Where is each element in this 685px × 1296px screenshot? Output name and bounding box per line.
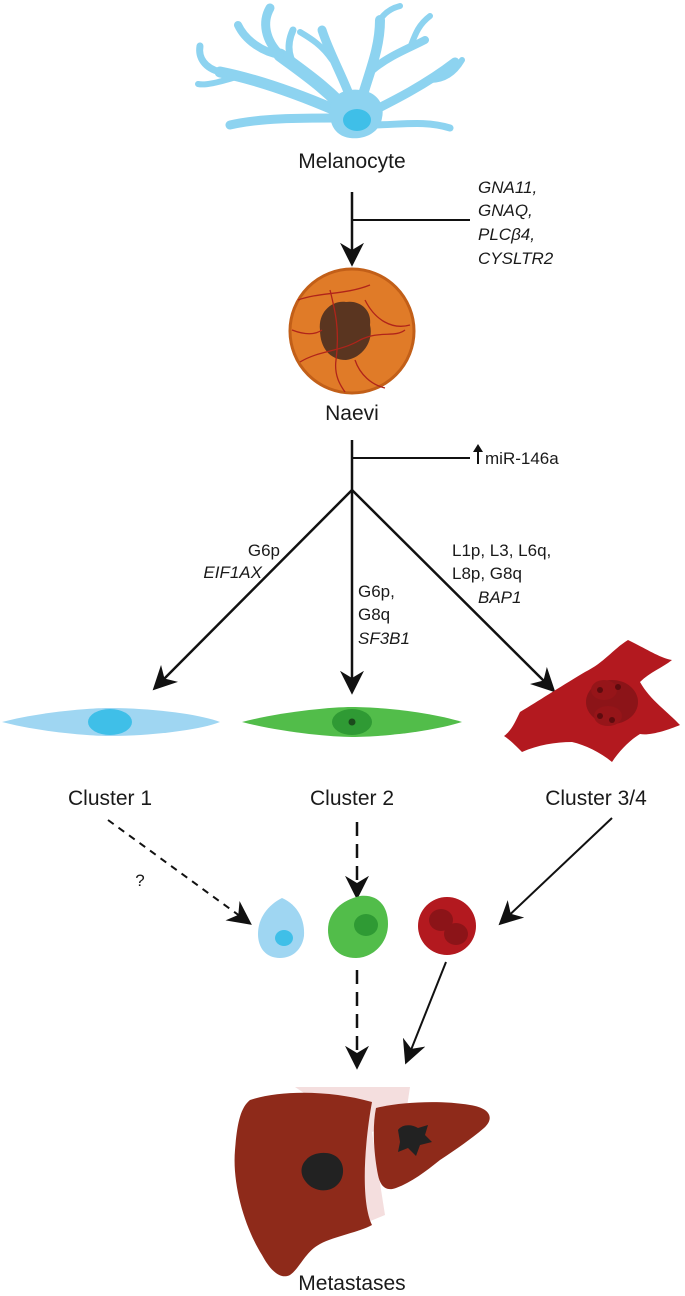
circulating-cell-green-icon [328,895,388,958]
initiating-gene: GNAQ, [478,201,533,220]
branch3-cnv: L1p, L3, L6q, [452,541,551,560]
liver-metastasis-icon [234,1087,490,1277]
epithelioid-cell-red-icon [504,640,680,762]
branch1-cnv: G6p [248,541,280,560]
arrow-cluster34-to-circulating [498,817,613,926]
arrow-to-cluster34 [351,489,556,693]
circulating-cell-red-icon [418,897,476,955]
naevus-fundus-icon [288,267,416,395]
melanocyte-cell-icon [195,3,465,139]
branch2-gene: SF3B1 [358,629,410,648]
initiating-gene: PLCβ4, [478,225,535,244]
branch2-cnv: G6p, [358,582,395,601]
uncertain-mark: ? [135,871,144,890]
mirna-label: miR-146a [485,449,559,468]
initiating-gene: CYSLTR2 [478,249,554,268]
dashed-arrow-cluster1-to-circulating [107,819,252,925]
circulating-cell-blue-icon [258,898,305,958]
initiating-gene: GNA11, [478,178,537,197]
arrow-red-to-metastases [402,961,447,1065]
branch3-cnv: L8p, G8q [452,564,522,583]
cluster2-label: Cluster 2 [310,787,394,810]
initiating-genes-list: GNA11, GNAQ, PLCβ4, CYSLTR2 [478,178,554,268]
metastases-label: Metastases [298,1272,405,1295]
cluster1-label: Cluster 1 [68,787,152,810]
branch3-gene: BAP1 [478,588,521,607]
melanocyte-label: Melanocyte [298,150,405,173]
branch1-gene: EIF1AX [203,563,262,582]
branch2-cnv: G8q [358,605,390,624]
up-arrow-icon [473,444,483,464]
spindle-cell-blue-icon [2,708,220,736]
spindle-cell-green-icon [242,707,462,737]
cluster34-label: Cluster 3/4 [545,787,647,810]
naevi-label: Naevi [325,402,379,425]
arrow-to-cluster1 [152,489,353,691]
